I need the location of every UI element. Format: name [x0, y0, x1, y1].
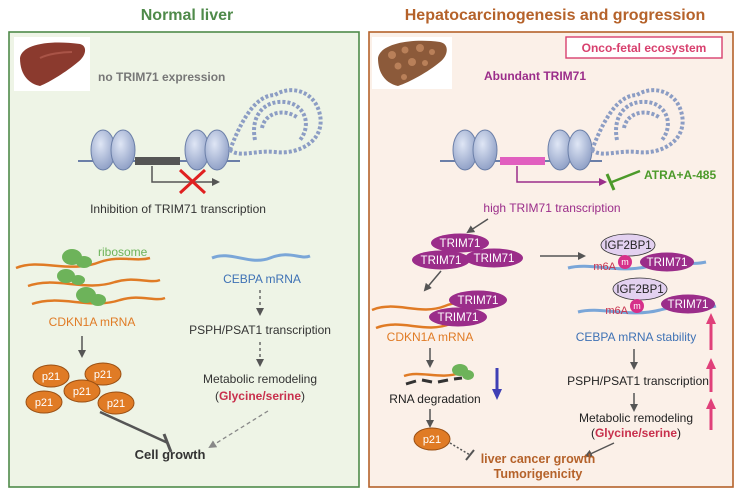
- cdkn1a-mrna-label: CDKN1A mRNA: [387, 330, 474, 344]
- onco-fetal-label: Onco-fetal ecosystem: [582, 41, 707, 55]
- high-transcription-label: high TRIM71 transcription: [483, 201, 620, 215]
- abundant-trim71-label: Abundant TRIM71: [484, 69, 586, 83]
- no-trim71-expression-label: no TRIM71 expression: [98, 70, 225, 84]
- trim71-label: TRIM71: [421, 255, 462, 267]
- igf2bp1-label: IGF2BP1: [616, 284, 663, 296]
- m6a-mark: m: [621, 257, 629, 267]
- m6a-label: m6A: [593, 261, 616, 273]
- blocked-transcription-arrow: [151, 166, 220, 186]
- active-transcription-arrow: [516, 166, 607, 186]
- cebpa-stability-label: CEBPA mRNA stability: [576, 330, 696, 344]
- p21-label: p21: [423, 434, 441, 446]
- m6a-label: m6A: [605, 305, 628, 317]
- p21-label: p21: [94, 369, 112, 381]
- p21-label: p21: [73, 386, 91, 398]
- psph-psat1-label: PSPH/PSAT1 transcription: [189, 323, 331, 337]
- p21-weak-inhibition: [449, 442, 475, 461]
- p21-label: p21: [35, 397, 53, 409]
- p21-cluster: [25, 362, 135, 415]
- degraded-rna-icon: [403, 364, 474, 386]
- p21-label: p21: [107, 398, 125, 410]
- metabolic-to-growth-arrow: [208, 410, 269, 449]
- cell-growth-label: Cell growth: [135, 447, 206, 462]
- trim71-label: TRIM71: [474, 253, 515, 265]
- glycine-serine-label: (Glycine/serine): [215, 389, 305, 403]
- diseased-liver-icon: [372, 37, 452, 89]
- cebpa-mrna-strand: [211, 253, 311, 262]
- cdkn1a-mrna-label: CDKN1A mRNA: [49, 315, 136, 329]
- liver-cancer-growth-label: liver cancer growth: [481, 452, 596, 466]
- healthy-liver-icon: [14, 37, 90, 91]
- cebpa-mrna-label: CEBPA mRNA: [223, 272, 301, 286]
- glycine-serine-label: (Glycine/serine): [591, 426, 681, 440]
- trim71-label: TRIM71: [458, 295, 499, 307]
- trim71-label: TRIM71: [440, 238, 481, 250]
- ribosome-label: ribosome: [98, 245, 148, 259]
- chromatin-normal: [78, 88, 323, 171]
- trim71-to-cdkn1a-arrow: [423, 270, 442, 292]
- p21-label: p21: [42, 371, 60, 383]
- p21-inhibits-growth: [99, 410, 173, 453]
- igf2bp1-label: IGF2BP1: [604, 240, 651, 252]
- transcription-to-protein-arrow: [466, 218, 489, 234]
- cancer-header: Hepatocarcinogenesis and grogression: [405, 7, 706, 24]
- metabolic-remodeling-label: Metabolic remodeling: [579, 411, 693, 425]
- ribosome-icon: [57, 249, 106, 306]
- igf2bp1-complex: [567, 233, 717, 315]
- metabolic-to-cancer-growth-arrow: [584, 442, 615, 458]
- trim71-protein-cluster: [412, 233, 523, 270]
- psph-psat1-label: PSPH/PSAT1 transcription: [567, 374, 709, 388]
- rna-degradation-label: RNA degradation: [389, 392, 480, 406]
- chromatin-cancer: [440, 88, 685, 171]
- inhibitor-tbar: [605, 169, 641, 191]
- atra-a485-label: ATRA+A-485: [644, 168, 716, 182]
- trim71-label: TRIM71: [668, 299, 709, 311]
- cdkn1a-bound-mrna: [371, 290, 507, 330]
- cdkn1a-mrna-group: [15, 256, 166, 306]
- m6a-mark: m: [633, 301, 641, 311]
- trim71-label: TRIM71: [438, 312, 479, 324]
- trim71-label: TRIM71: [647, 257, 688, 269]
- metabolic-remodeling-label: Metabolic remodeling: [203, 372, 317, 386]
- p21-protein: [413, 427, 451, 451]
- normal-liver-header: Normal liver: [141, 7, 233, 24]
- inhibition-label: Inhibition of TRIM71 transcription: [90, 202, 266, 216]
- onco-fetal-box: [565, 36, 723, 59]
- red-x-icon: [178, 168, 207, 195]
- normal-liver-panel: [8, 31, 360, 488]
- tumorigenicity-label: Tumorigenicity: [494, 467, 583, 481]
